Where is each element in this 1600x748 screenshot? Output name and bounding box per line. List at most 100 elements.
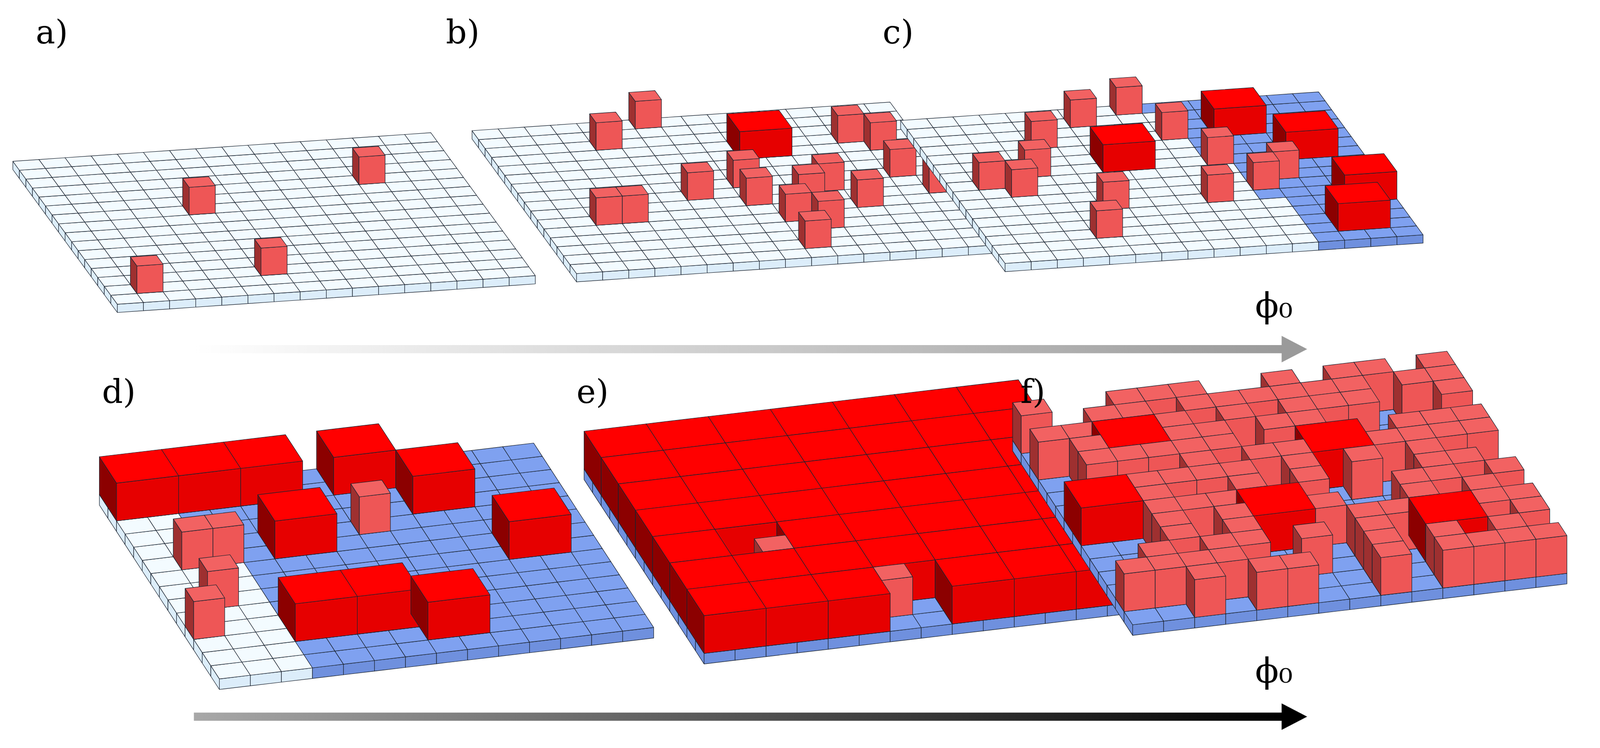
particle-cube — [261, 246, 288, 276]
particle-cube — [1109, 76, 1143, 88]
particle-cube — [193, 597, 225, 640]
particle-cube — [1155, 101, 1189, 113]
particle-cube — [1089, 199, 1123, 211]
particle-cube — [726, 149, 760, 160]
particle-cube — [805, 219, 832, 249]
cluster-block — [410, 568, 490, 603]
cluster-block — [1089, 123, 1156, 145]
lattice-cell — [404, 132, 438, 144]
particle-cube — [351, 479, 391, 497]
particle-cube — [739, 167, 773, 178]
particle-cube — [589, 187, 623, 198]
particle-cube — [1433, 377, 1473, 394]
particle-cube — [1024, 110, 1058, 122]
particle-cube — [189, 185, 216, 215]
particle-cube — [1207, 173, 1234, 203]
particle-cube — [1096, 209, 1123, 239]
particle-cube — [352, 146, 386, 157]
cluster-block — [274, 513, 338, 559]
particle-cube — [596, 120, 623, 151]
particle-cube — [1266, 141, 1300, 152]
particle-cube — [1393, 367, 1434, 385]
particle-cube — [1253, 160, 1280, 191]
particle-cube — [358, 155, 386, 185]
cluster-block — [178, 468, 241, 514]
cluster-block — [1103, 141, 1156, 173]
particle-cube — [1255, 412, 1295, 430]
particle-cube — [1011, 167, 1038, 198]
cluster-block — [828, 593, 891, 639]
particle-cube — [811, 190, 845, 202]
lattice-cell — [863, 102, 897, 113]
particle-cube — [1005, 159, 1039, 170]
cluster-block — [1273, 110, 1339, 133]
particle-cube — [1096, 171, 1130, 182]
lattice-panel — [584, 379, 1139, 664]
lattice-panel — [1012, 351, 1568, 636]
cluster-block — [1014, 571, 1077, 617]
particle-cube — [1216, 403, 1256, 420]
particle-cube — [979, 160, 1006, 191]
cluster-block — [412, 468, 476, 515]
particle-cube — [1201, 164, 1235, 175]
lattice-panel — [900, 76, 1423, 272]
cluster-block — [257, 487, 338, 522]
cluster-block — [295, 596, 358, 642]
cluster-block — [1325, 182, 1391, 204]
particle-cube — [972, 151, 1006, 163]
cluster-block — [1338, 199, 1391, 231]
cluster-block — [509, 514, 572, 560]
particle-cube — [173, 514, 213, 532]
cluster-block — [1201, 87, 1267, 110]
particle-cube — [850, 169, 884, 180]
cluster-block — [99, 449, 179, 483]
particle-cube — [628, 90, 662, 102]
particle-cube — [811, 152, 845, 164]
lattice-panel — [471, 90, 995, 282]
cluster-block — [492, 487, 572, 522]
lattice-cell — [502, 443, 543, 460]
particle-cube — [837, 113, 865, 144]
phi-axis-arrow — [193, 712, 1284, 721]
particle-cube — [1207, 135, 1234, 166]
lattice-cell — [1292, 92, 1326, 103]
cluster-block — [766, 600, 829, 646]
particle-cube — [198, 554, 239, 572]
cluster-block — [726, 109, 792, 132]
particle-cube — [136, 263, 164, 294]
cluster-block — [116, 475, 179, 521]
arrow-head — [1281, 702, 1308, 730]
phi-axis-arrow — [193, 344, 1284, 354]
cluster-block — [357, 588, 420, 635]
particle-cube — [681, 162, 714, 173]
particle-cube — [890, 147, 917, 178]
particle-cube — [1161, 110, 1189, 141]
arrow-head — [1281, 335, 1308, 363]
cluster-block — [952, 578, 1015, 624]
particle-cube — [254, 237, 288, 248]
cluster-block — [428, 594, 491, 640]
particle-cube — [635, 99, 662, 129]
cluster-block — [316, 423, 396, 458]
particle-cube — [831, 104, 865, 116]
particle-cube — [1064, 89, 1097, 100]
particle-cube — [779, 183, 813, 195]
cluster-block — [1331, 153, 1398, 175]
particle-cube — [798, 210, 832, 221]
particle-cube — [1018, 139, 1051, 150]
particle-cube — [184, 584, 225, 602]
particle-cube — [1201, 126, 1235, 138]
cluster-block — [395, 442, 476, 477]
particle-cube — [1038, 438, 1070, 480]
lattice-panel — [99, 423, 654, 689]
particle-cube — [863, 112, 897, 123]
particle-cube — [746, 176, 773, 206]
lattice-panel — [12, 132, 536, 313]
particle-cube — [687, 170, 714, 201]
cluster-block — [687, 581, 767, 616]
cluster-block — [704, 607, 767, 653]
cluster-block — [935, 552, 1015, 586]
figure — [12, 76, 1567, 730]
particle-cube — [1246, 151, 1280, 163]
